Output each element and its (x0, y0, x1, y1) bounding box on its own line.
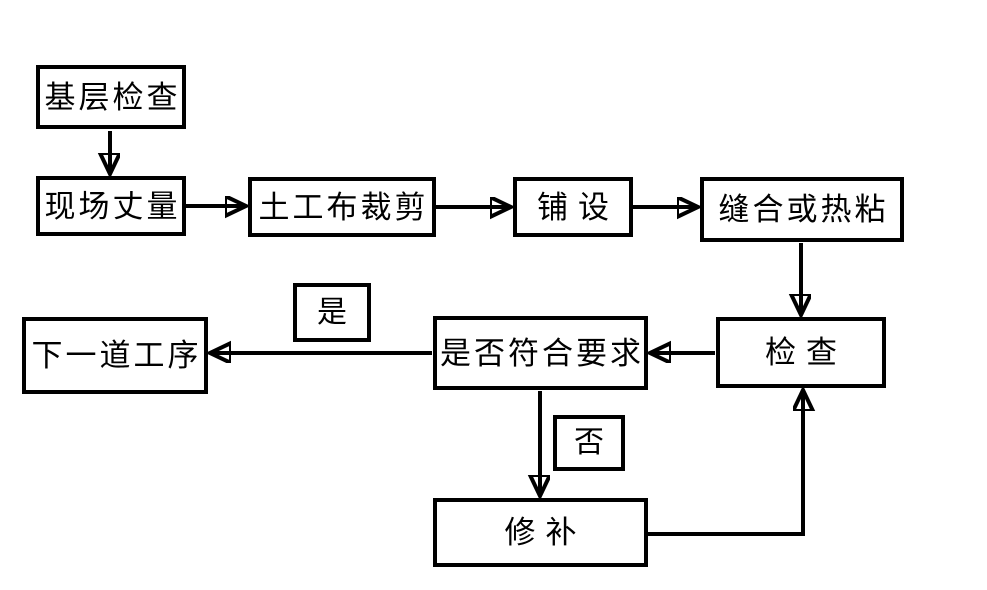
node-sew-or-heatbond: 缝合或热粘 (700, 177, 904, 242)
node-site-measure: 现场丈量 (36, 176, 186, 236)
label-yes: 是 (293, 283, 371, 342)
node-next-process: 下一道工序 (22, 317, 208, 394)
node-meets-requirements: 是否符合要求 (433, 316, 648, 390)
node-inspect: 检查 (716, 317, 886, 388)
edge-repair-to-inspect (648, 390, 803, 536)
node-base-check: 基层检查 (36, 65, 186, 129)
node-repair: 修补 (433, 498, 648, 567)
node-laying: 铺设 (513, 177, 633, 237)
label-no: 否 (553, 415, 625, 471)
node-geotextile-cut: 土工布裁剪 (248, 177, 436, 237)
